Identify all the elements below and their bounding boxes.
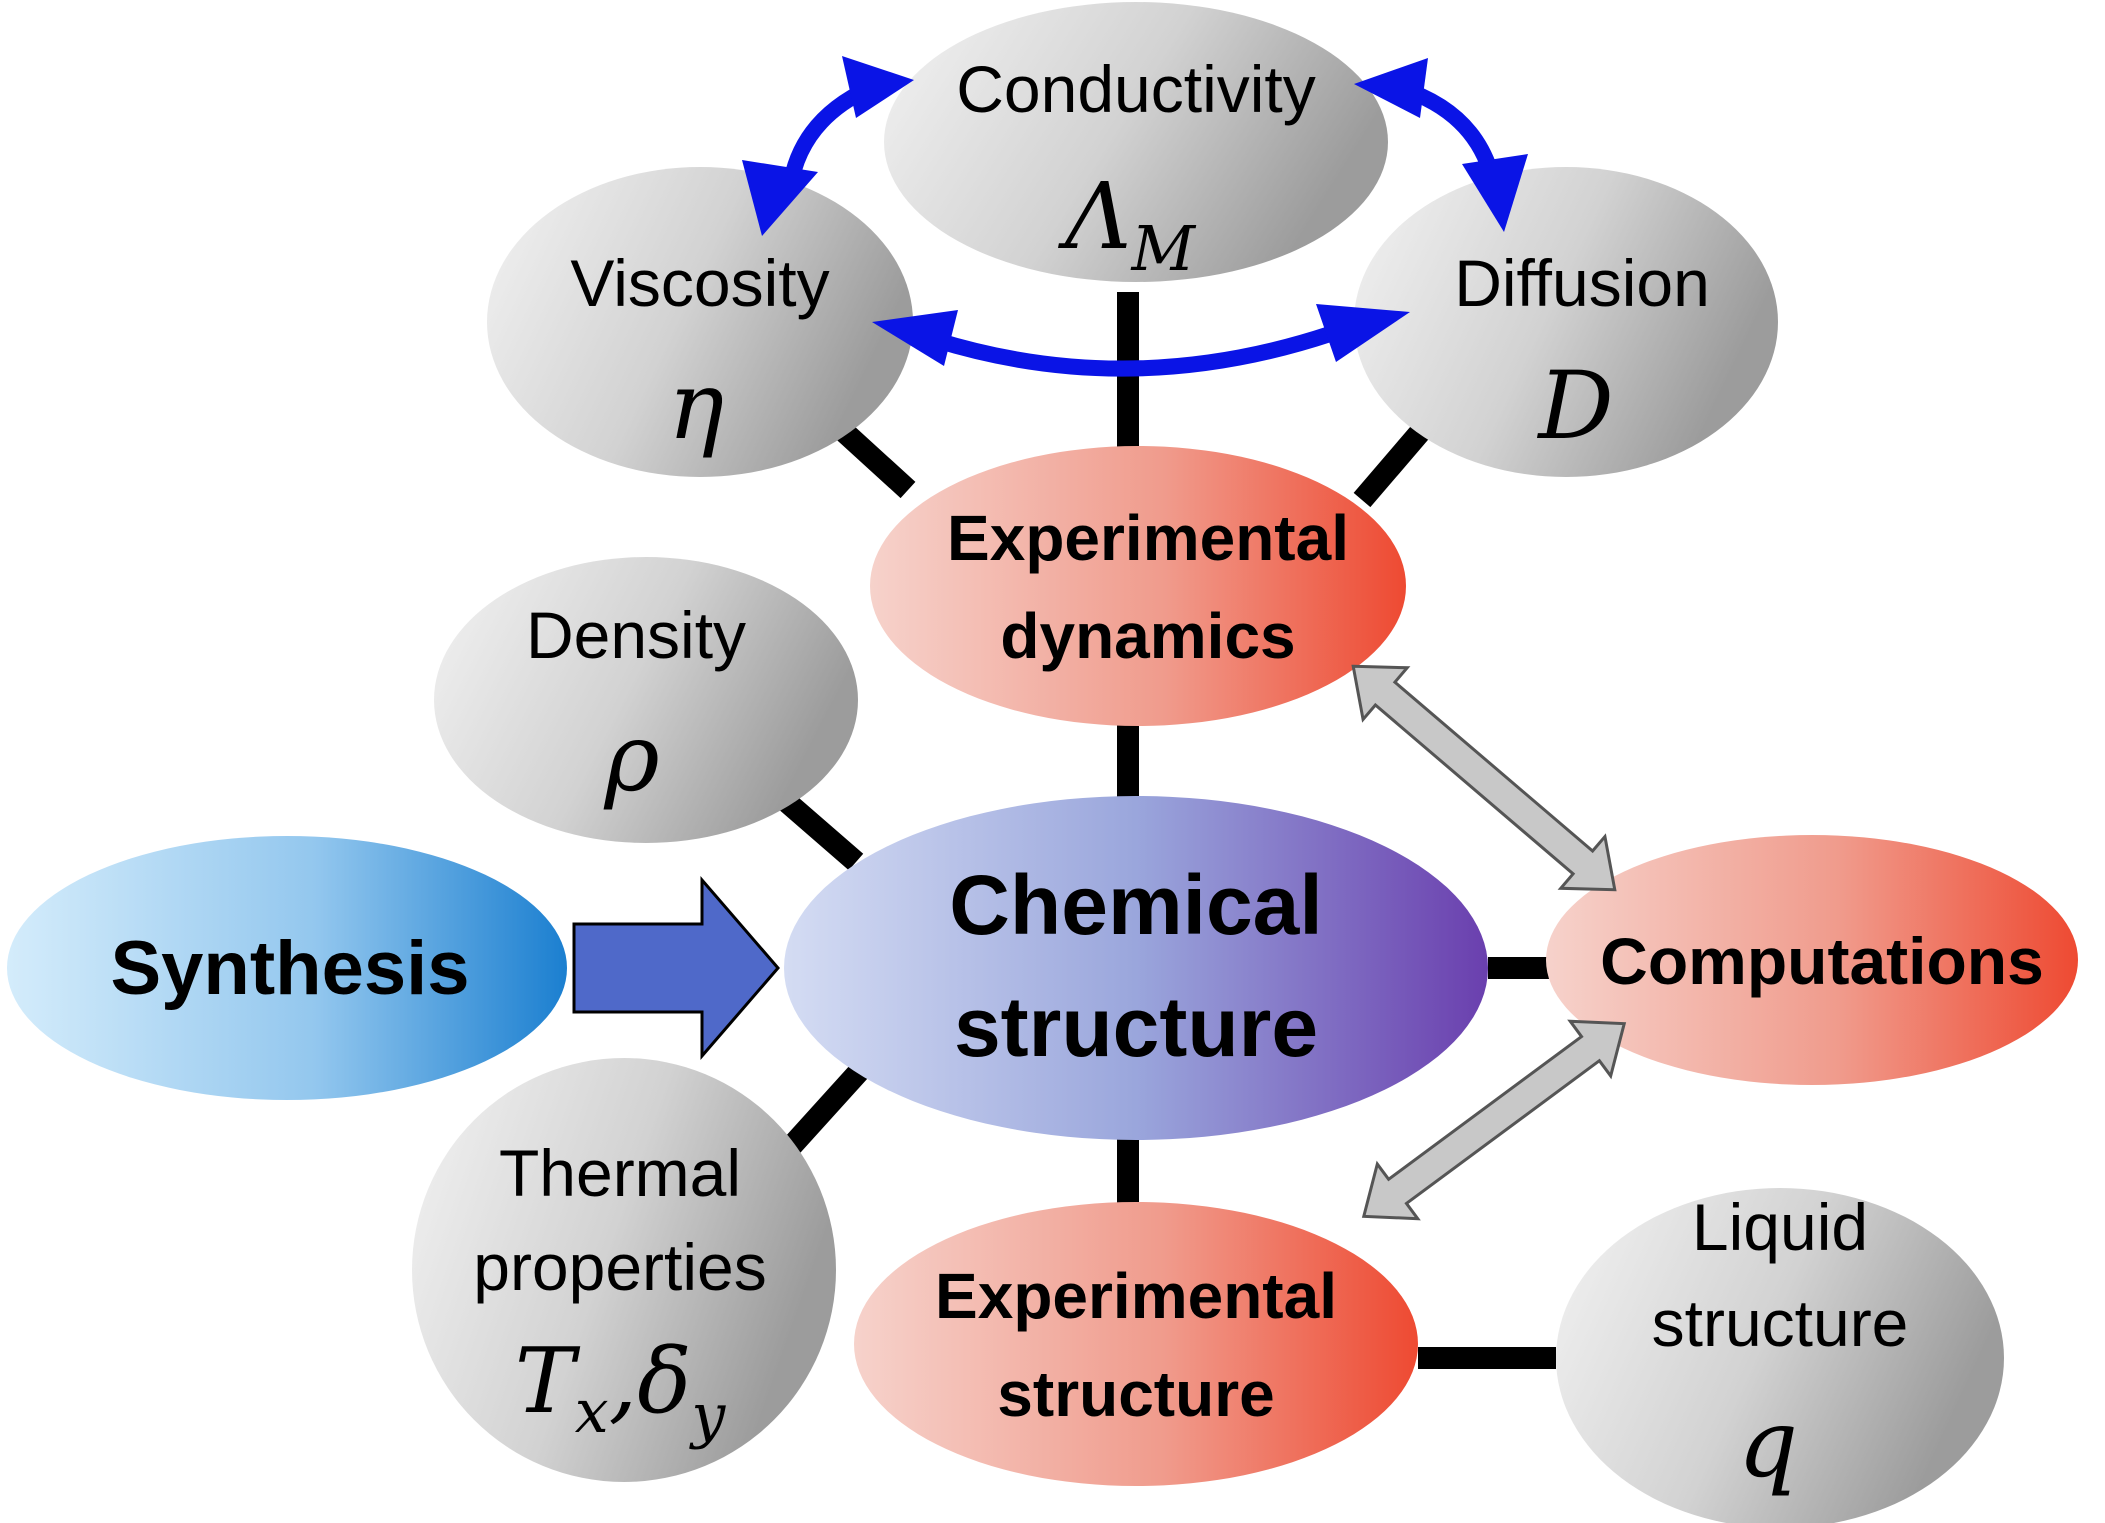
node-liquid-structure-line2: structure xyxy=(1652,1286,1909,1360)
gray-arrow-expstructure-computations xyxy=(1361,1019,1627,1221)
node-experimental-dynamics-line2: dynamics xyxy=(1000,600,1295,672)
node-density-symbol: ρ xyxy=(603,704,659,813)
node-synthesis: Synthesis xyxy=(7,836,567,1100)
node-experimental-dynamics-shape xyxy=(870,446,1406,726)
node-experimental-dynamics: Experimental dynamics xyxy=(870,446,1406,726)
node-chemical-structure-shape xyxy=(784,796,1488,1140)
node-synthesis-label: Synthesis xyxy=(110,926,469,1011)
symbol-lambda: Λ xyxy=(1057,163,1131,270)
node-liquid-structure-symbol: q xyxy=(1738,1390,1798,1499)
blue-arrowhead-viscosity-left xyxy=(872,310,958,366)
node-liquid-structure-line1: Liquid xyxy=(1692,1190,1868,1264)
node-chemical-structure-line2: structure xyxy=(954,980,1318,1074)
node-experimental-structure-shape xyxy=(854,1202,1418,1486)
node-density-label: Density xyxy=(526,598,746,672)
connector-viscosity-dynamics xyxy=(832,419,916,499)
node-chemical-structure-line1: Chemical xyxy=(949,858,1323,952)
node-viscosity: Viscosity η xyxy=(487,167,913,477)
node-conductivity: Conductivity ΛM xyxy=(884,2,1388,285)
connector-density-chemical xyxy=(772,787,864,871)
connectors xyxy=(772,292,1556,1369)
node-computations-label: Computations xyxy=(1600,924,2044,998)
node-liquid-structure: Liquid structure q xyxy=(1556,1188,2004,1523)
node-thermal-properties-line2: properties xyxy=(473,1230,767,1304)
node-experimental-structure-line2: structure xyxy=(997,1358,1274,1430)
node-density: Density ρ xyxy=(434,557,858,843)
node-diffusion-label: Diffusion xyxy=(1454,246,1710,320)
blue-arrowhead-conductivity-right xyxy=(1354,58,1428,118)
node-liquid-structure-shape xyxy=(1556,1188,2004,1523)
node-viscosity-shape xyxy=(487,167,913,477)
node-viscosity-symbol: η xyxy=(668,352,724,461)
node-thermal-properties-shape xyxy=(412,1058,836,1482)
connector-thermal-chemical xyxy=(779,1058,873,1158)
node-experimental-dynamics-line1: Experimental xyxy=(947,502,1349,574)
symbol-t-subscript: x xyxy=(575,1377,609,1447)
node-conductivity-shape xyxy=(884,2,1388,282)
node-synthesis-shape xyxy=(7,836,567,1100)
node-diffusion-symbol: D xyxy=(1536,352,1613,461)
symbol-delta: δ xyxy=(637,1329,691,1434)
gray-arrow-dynamics-computations xyxy=(1351,664,1617,892)
symbol-delta-subscript: y xyxy=(688,1381,726,1451)
gray-double-arrows xyxy=(1351,664,1627,1221)
blue-arrow-viscosity-diffusion-line xyxy=(928,326,1338,377)
node-thermal-properties-line1: Thermal xyxy=(499,1136,741,1210)
node-conductivity-symbol: ΛM xyxy=(1057,163,1196,285)
node-computations: Computations xyxy=(1546,835,2078,1085)
node-diffusion-shape xyxy=(1354,167,1778,477)
blue-arrowhead-viscosity-down xyxy=(742,160,818,236)
node-diffusion: Diffusion D xyxy=(1354,167,1778,477)
symbol-separator: , xyxy=(609,1329,638,1434)
node-experimental-structure: Experimental structure xyxy=(854,1202,1418,1486)
node-conductivity-label: Conductivity xyxy=(956,52,1316,126)
blue-arrowhead-diffusion-down xyxy=(1462,154,1528,232)
node-thermal-properties-symbol: Tx,δy xyxy=(515,1329,727,1451)
node-viscosity-label: Viscosity xyxy=(570,246,829,320)
synthesis-arrow xyxy=(572,875,780,1061)
blue-arrowheads xyxy=(742,56,1528,366)
node-experimental-structure-line1: Experimental xyxy=(935,1260,1337,1332)
node-density-shape xyxy=(434,557,858,843)
symbol-t: T xyxy=(515,1329,581,1434)
blue-arrowhead-conductivity-left xyxy=(842,56,914,118)
node-chemical-structure: Chemical structure xyxy=(784,796,1488,1140)
connector-diffusion-dynamics xyxy=(1353,422,1431,508)
blue-arrowhead-diffusion-right xyxy=(1316,304,1410,362)
symbol-lambda-subscript: M xyxy=(1130,212,1196,285)
node-computations-shape xyxy=(1546,835,2078,1085)
node-thermal-properties: Thermal properties Tx,δy xyxy=(412,1058,836,1482)
